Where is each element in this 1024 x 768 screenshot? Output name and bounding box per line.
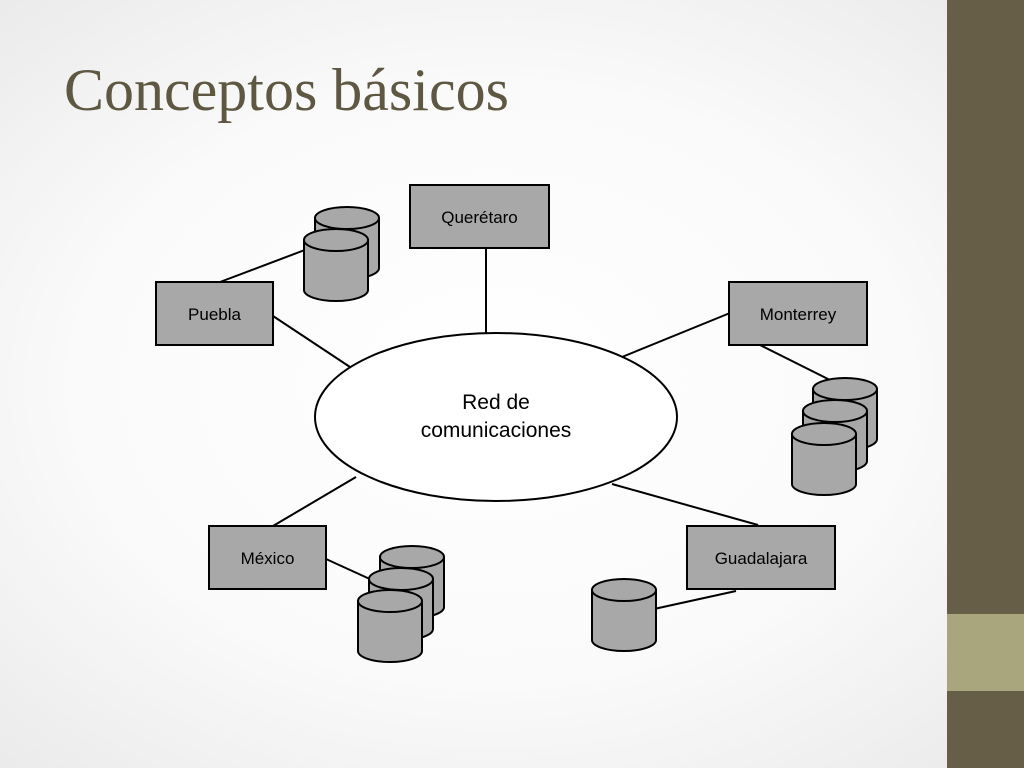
node-label-puebla: Puebla xyxy=(188,305,241,324)
storage-mexico xyxy=(357,545,445,663)
connectors xyxy=(219,244,833,610)
storage-puebla xyxy=(303,206,380,302)
node-guadalajara: Guadalajara xyxy=(686,525,836,590)
node-queretaro: Querétaro xyxy=(409,184,550,249)
hub-ellipse xyxy=(314,332,678,502)
node-label-guadalajara: Guadalajara xyxy=(715,549,808,568)
storage-monterrey xyxy=(791,377,878,496)
link-mexico xyxy=(272,476,357,527)
link-guadalajara xyxy=(611,483,759,526)
slide-title: Conceptos básicos xyxy=(64,57,509,123)
node-label-monterrey: Monterrey xyxy=(760,305,837,324)
node-mexico: México xyxy=(208,525,327,590)
link-puebla xyxy=(272,315,351,368)
link-mexico-storage xyxy=(325,558,373,581)
storage-guadalajara xyxy=(591,578,657,652)
hub-label-line2: comunicaciones xyxy=(421,419,572,442)
link-monterrey-storage xyxy=(759,344,833,382)
hub-label-line1: Red de xyxy=(462,391,530,414)
node-monterrey: Monterrey xyxy=(728,281,868,346)
link-puebla-storage xyxy=(219,244,319,283)
link-guadalajara-storage xyxy=(653,590,737,610)
node-puebla: Puebla xyxy=(155,281,274,346)
decorative-accent-block xyxy=(947,614,1024,691)
node-label-queretaro: Querétaro xyxy=(441,208,518,227)
hub: Red de comunicaciones xyxy=(314,332,678,502)
node-label-mexico: México xyxy=(241,549,295,568)
link-monterrey xyxy=(621,312,731,358)
